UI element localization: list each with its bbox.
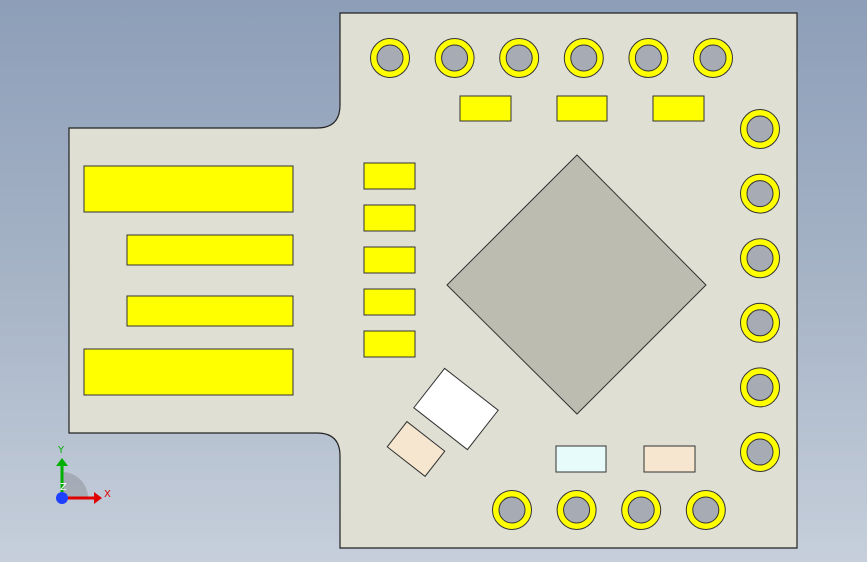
- smd-pad: [363, 204, 416, 232]
- through-hole-pad[interactable]: [740, 173, 780, 214]
- drill-hole: [746, 180, 774, 208]
- drill-hole: [570, 44, 598, 72]
- drill-hole: [746, 373, 774, 401]
- smd-pad: [363, 288, 416, 316]
- usb-contact-vbus: [83, 165, 294, 213]
- white-component[interactable]: [413, 367, 499, 451]
- drill-hole: [498, 496, 526, 524]
- left-smd-pads: [363, 162, 416, 358]
- top-through-holes: [370, 38, 733, 78]
- drill-hole: [563, 496, 591, 524]
- drill-hole: [692, 496, 720, 524]
- through-hole-pad[interactable]: [685, 490, 726, 530]
- y-axis-arrow: [56, 458, 68, 466]
- y-axis-label: Y: [57, 445, 65, 456]
- drill-hole: [699, 44, 727, 72]
- z-axis-dot: [56, 492, 68, 504]
- through-hole-pad[interactable]: [628, 38, 669, 78]
- right-through-holes: [740, 109, 780, 472]
- through-hole-pad[interactable]: [740, 109, 780, 149]
- z-axis-label: Z: [60, 482, 67, 493]
- smd-pad: [363, 162, 416, 190]
- tan-component[interactable]: [386, 420, 446, 478]
- drill-hole: [505, 44, 533, 72]
- drill-hole: [441, 44, 469, 72]
- microcontroller-chip[interactable]: [446, 154, 707, 415]
- through-hole-pad[interactable]: [556, 490, 597, 530]
- usb-contact-dminus: [126, 234, 294, 266]
- smd-pad: [363, 330, 416, 358]
- through-hole-pad[interactable]: [492, 490, 532, 530]
- drill-hole: [746, 438, 774, 466]
- drill-hole: [634, 44, 662, 72]
- drill-hole: [627, 496, 655, 524]
- through-hole-pad[interactable]: [740, 238, 780, 279]
- bottom-through-holes: [492, 490, 726, 530]
- smd-pad: [652, 95, 705, 122]
- coordinate-triad[interactable]: X Y Z: [56, 445, 111, 504]
- x-axis-label: X: [104, 489, 111, 500]
- smd-pad: [363, 246, 416, 274]
- drill-hole: [376, 44, 404, 72]
- through-hole-pad[interactable]: [621, 490, 662, 530]
- through-hole-pad[interactable]: [499, 38, 540, 78]
- triad-rotation-arc: [62, 472, 88, 498]
- usb-contact-dplus: [126, 295, 294, 327]
- through-hole-pad[interactable]: [370, 38, 410, 78]
- through-hole-pad[interactable]: [563, 38, 604, 78]
- top-smd-pads: [459, 95, 705, 122]
- usb-contact-gnd: [83, 348, 294, 396]
- through-hole-pad[interactable]: [740, 302, 780, 343]
- x-axis-arrow: [94, 492, 102, 504]
- through-hole-pad[interactable]: [740, 367, 780, 408]
- smd-pad: [459, 95, 512, 122]
- smd-pad: [556, 95, 608, 122]
- through-hole-pad[interactable]: [434, 38, 475, 78]
- drill-hole: [746, 309, 774, 337]
- drill-hole: [746, 244, 774, 272]
- drill-hole: [746, 115, 774, 143]
- tan-component[interactable]: [643, 445, 696, 473]
- usb-contacts: [83, 165, 294, 396]
- pcb-board-outline: [68, 12, 798, 549]
- through-hole-pad[interactable]: [740, 432, 780, 472]
- cyan-component[interactable]: [555, 445, 607, 473]
- through-hole-pad[interactable]: [693, 38, 733, 78]
